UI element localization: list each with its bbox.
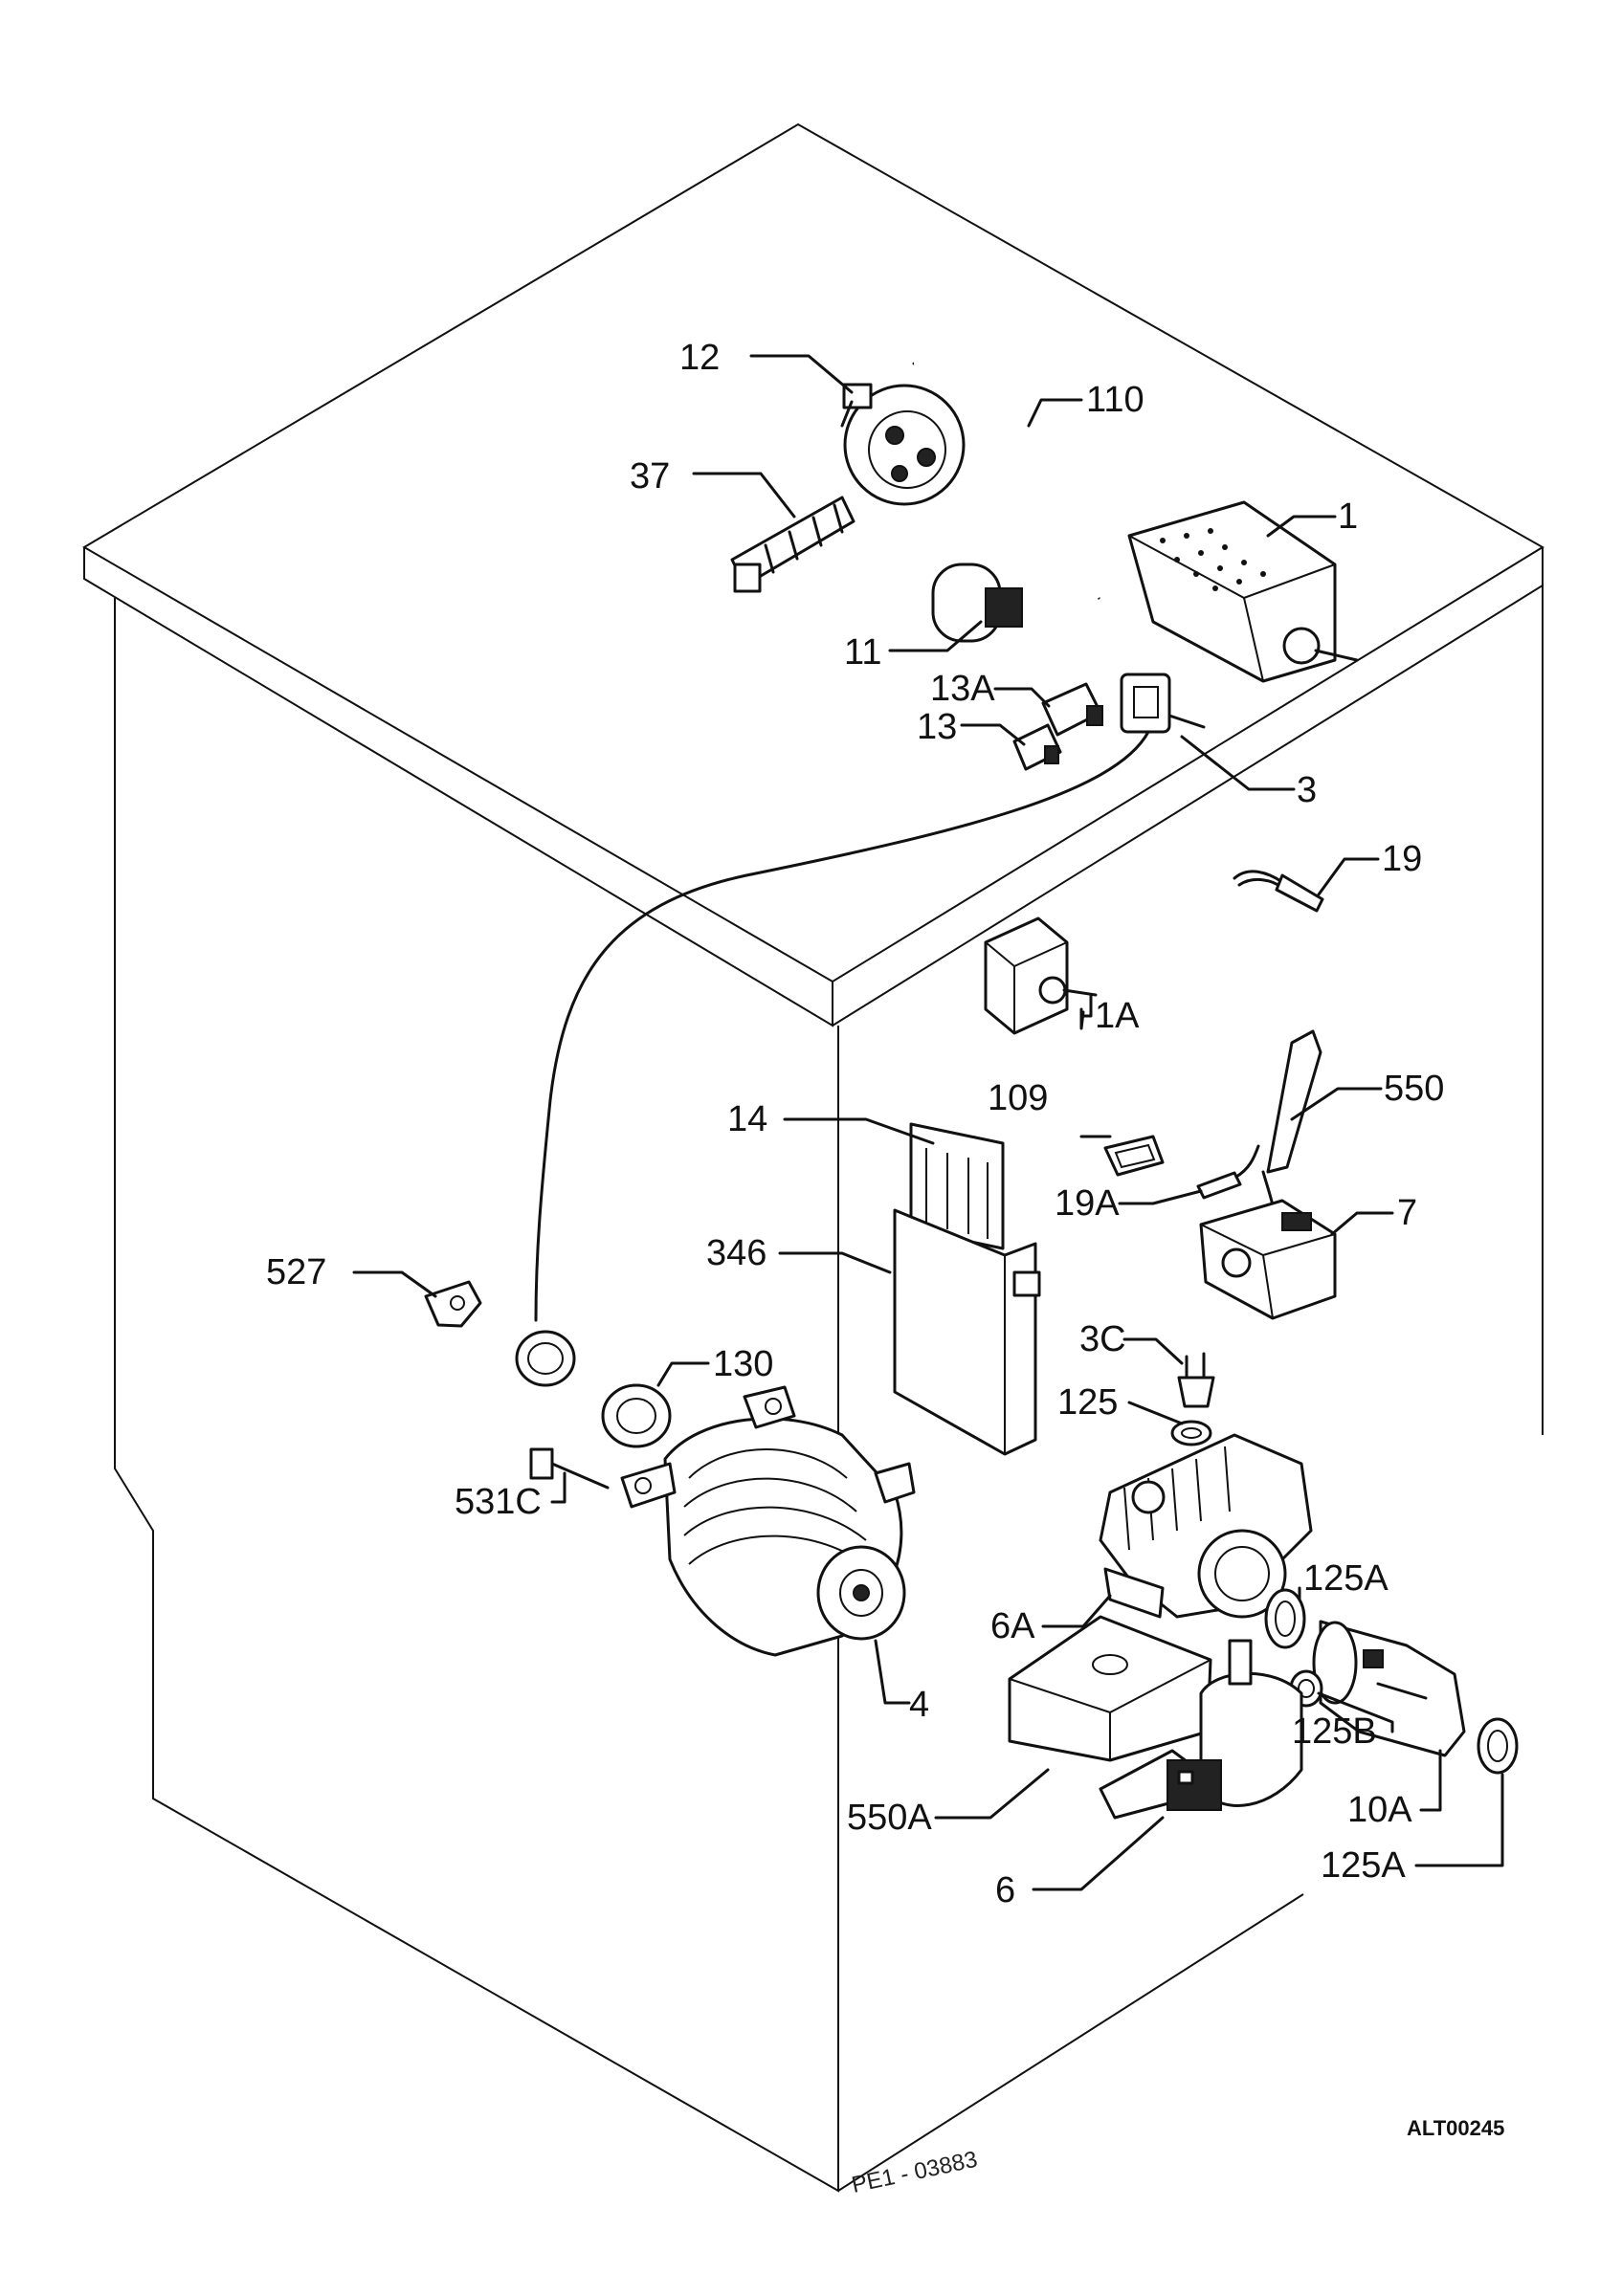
label-3: 3 <box>1297 770 1317 810</box>
part-531c-screw <box>529 1447 610 1490</box>
wiring-harness <box>534 730 1150 1322</box>
part-37-terminal-block <box>730 496 855 593</box>
cabinet-right-base <box>837 1893 1304 2192</box>
label-12: 12 <box>679 338 720 378</box>
label-531c: 531C <box>455 1482 542 1522</box>
part-110-pressure-tube <box>912 357 1101 600</box>
part-550a-cover-plate <box>1008 1615 1212 1762</box>
part-3-switch <box>1120 673 1206 734</box>
label-19: 19 <box>1382 839 1422 879</box>
part-346-filter-housing <box>893 1208 1041 1456</box>
part-14-filter <box>909 1122 1005 1250</box>
label-125: 125 <box>1057 1382 1118 1423</box>
cabinet-left-face <box>114 598 839 2193</box>
label-130: 130 <box>713 1344 773 1384</box>
label-550a: 550A <box>847 1798 932 1838</box>
drawing-code: ALT00245 <box>1407 2116 1504 2140</box>
part-6-drain-pump <box>1099 1639 1303 1820</box>
label-125a-top: 125A <box>1303 1558 1389 1599</box>
part-1-timer <box>1127 500 1359 683</box>
label-3c: 3C <box>1079 1319 1126 1359</box>
label-527: 527 <box>266 1252 326 1292</box>
part-13-connector <box>1012 723 1062 771</box>
cabinet-top <box>82 122 1544 983</box>
part-1a-selector <box>984 916 1098 1035</box>
label-6: 6 <box>995 1870 1015 1910</box>
part-125a-gasket-lower <box>1477 1717 1519 1775</box>
cabinet-top-edge-left <box>83 547 833 1027</box>
part-11-capacitor <box>931 563 1023 643</box>
label-109: 109 <box>988 1078 1048 1118</box>
part-labels: 12 110 37 1 11 13A 13 3 19 1A 550 109 14… <box>266 338 1444 1910</box>
part-527-clip <box>424 1280 482 1328</box>
part-19-sensor <box>1233 870 1324 913</box>
part-12-pressure-switch <box>840 383 966 506</box>
label-13: 13 <box>917 707 957 747</box>
part-10a-hose-connector <box>1312 1620 1466 1757</box>
part-19a-sensor <box>1196 1144 1260 1200</box>
label-37: 37 <box>630 456 670 497</box>
label-11: 11 <box>844 632 881 673</box>
label-14: 14 <box>727 1099 767 1139</box>
wiring-grommet <box>515 1330 576 1387</box>
label-6a: 6A <box>990 1606 1035 1646</box>
label-110: 110 <box>1086 380 1144 420</box>
part-125a-gasket-upper <box>1264 1588 1306 1649</box>
label-550: 550 <box>1384 1069 1444 1109</box>
leader-lines <box>352 354 1504 1891</box>
label-13a: 13A <box>930 669 995 709</box>
pump-housing <box>1099 1433 1313 1619</box>
label-10a: 10A <box>1347 1790 1412 1830</box>
part-109-cover <box>1103 1135 1165 1177</box>
part-130-seal <box>601 1383 672 1448</box>
label-125b: 125B <box>1292 1711 1377 1752</box>
label-125a-bottom: 125A <box>1321 1845 1406 1886</box>
part-7-heater-block <box>1199 1199 1337 1320</box>
label-1: 1 <box>1338 497 1358 537</box>
appliance-cabinet <box>82 122 1544 2193</box>
label-346: 346 <box>706 1233 767 1273</box>
label-4: 4 <box>909 1685 929 1725</box>
label-19a: 19A <box>1055 1183 1120 1224</box>
part-3c-sensor <box>1177 1352 1215 1408</box>
label-7: 7 <box>1397 1193 1417 1233</box>
part-13a-connector <box>1041 682 1103 737</box>
part-4-motor <box>620 1385 916 1657</box>
label-1a: 1A <box>1095 996 1140 1036</box>
part-125-o-ring <box>1170 1420 1212 1446</box>
handwritten-note: PE1 - 03883 <box>850 2147 980 2198</box>
